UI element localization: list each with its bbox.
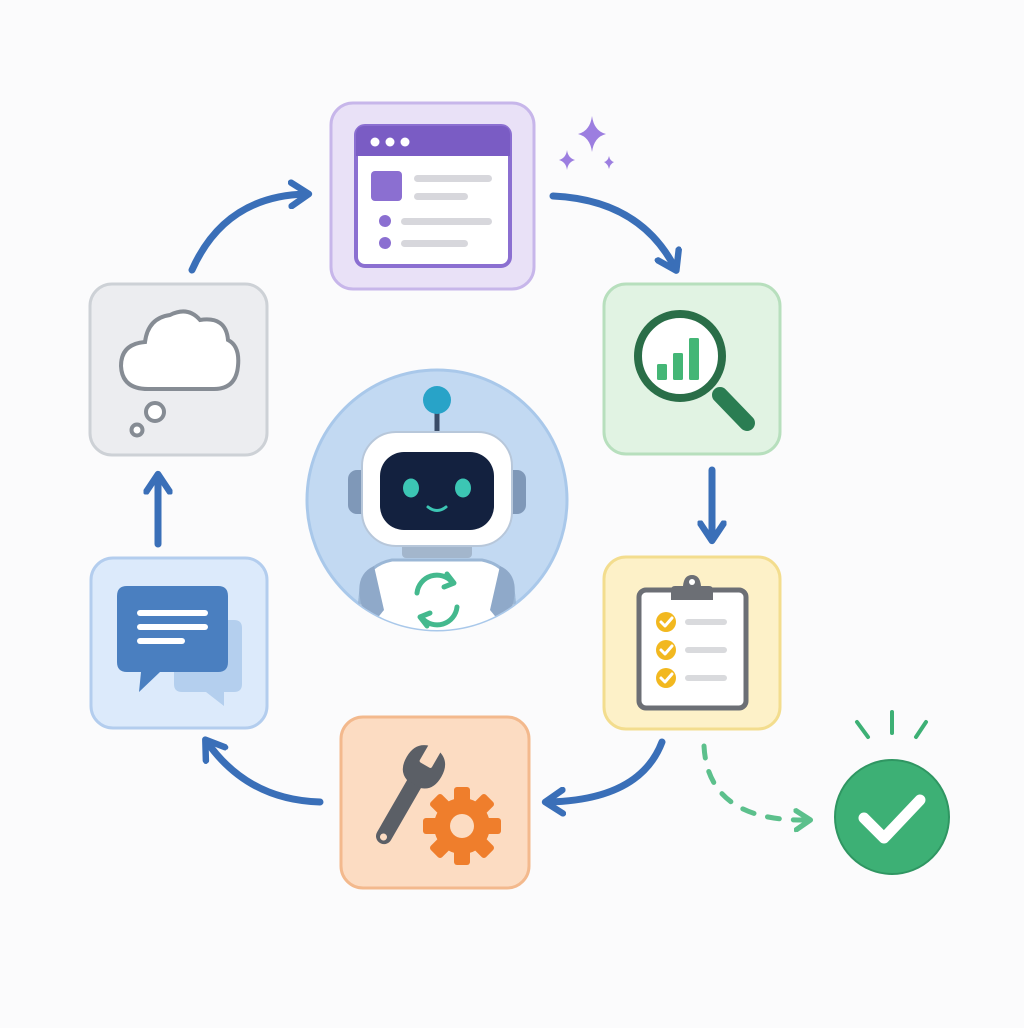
arrow-checklist-to-done	[701, 743, 808, 820]
clipboard-checklist-icon	[636, 575, 749, 711]
cycle-arrows-icon	[414, 571, 460, 629]
step-tools	[339, 715, 531, 890]
step-chat	[89, 556, 269, 730]
step-thinking	[88, 282, 269, 457]
wrench-gear-icon	[376, 738, 501, 865]
done-indicator	[834, 710, 950, 875]
arrow-thinking-to-browser	[188, 194, 306, 274]
cycle-arrows	[158, 194, 712, 802]
arrow-checklist-to-tools	[548, 738, 666, 802]
arrow-browser-to-analyze	[549, 192, 675, 268]
thought-cloud-icon	[118, 309, 241, 438]
robot-icon	[348, 386, 526, 630]
step-analyze	[602, 282, 782, 456]
arrow-tools-to-chat	[207, 742, 324, 806]
burst-lines	[855, 710, 928, 739]
robot-agent	[305, 368, 569, 632]
check-circle-icon	[834, 759, 950, 875]
browser-window-icon	[354, 124, 512, 268]
chat-bubbles-icon	[117, 586, 242, 706]
magnifier-chart-icon	[634, 310, 755, 431]
step-browser-window	[329, 101, 536, 291]
step-checklist	[602, 555, 782, 731]
sparkle-icon	[559, 116, 614, 170]
